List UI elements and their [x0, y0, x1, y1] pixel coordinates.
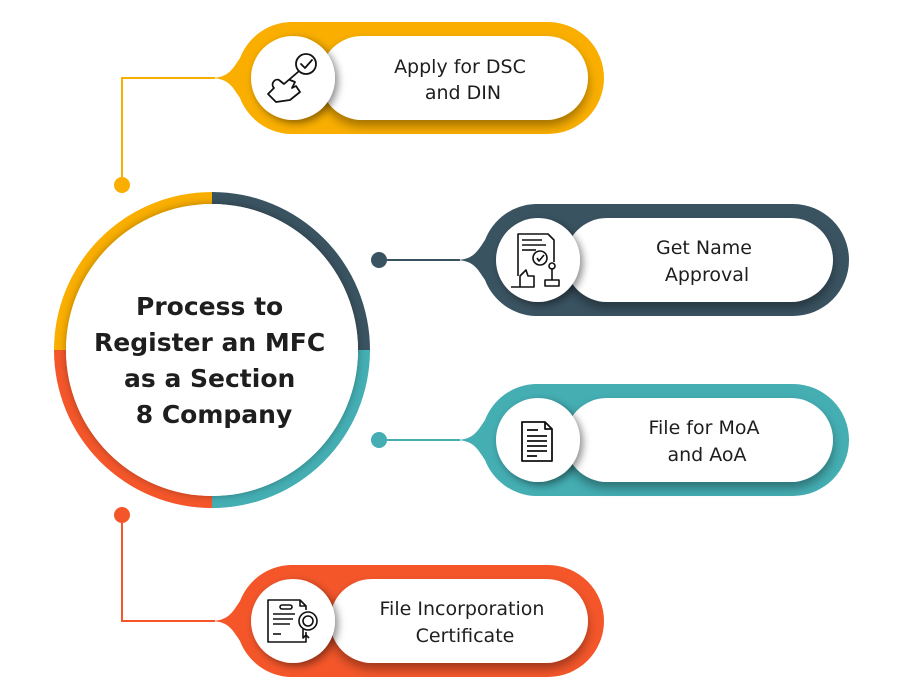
step-4-label: File Incorporation Certificate	[380, 598, 551, 647]
step-get-name-approval[interactable]: Get Name Approval	[455, 204, 849, 316]
connector-step-2	[371, 252, 460, 268]
step-apply-dsc-din[interactable]: Apply for DSC and DIN	[210, 22, 604, 134]
document-icon	[521, 421, 553, 462]
ring-segment-teal	[212, 350, 370, 508]
certificate-icon	[267, 599, 318, 643]
center-title: Process to Register an MFC as a Section …	[94, 292, 334, 429]
step-3-label: File for MoA and AoA	[648, 417, 765, 466]
connector-step-1	[114, 77, 215, 193]
step-file-moa-aoa[interactable]: File for MoA and AoA	[455, 384, 849, 496]
ring-segment-yellow	[54, 192, 212, 350]
center-title-line-3: as a Section	[124, 364, 295, 393]
step-2-label: Get Name Approval	[656, 237, 758, 286]
ring-segment-orange	[54, 350, 212, 508]
step-file-incorporation-certificate[interactable]: File Incorporation Certificate	[210, 565, 604, 677]
connector-step-3	[371, 432, 460, 448]
center-title-line-2: Register an MFC	[94, 328, 325, 357]
approval-stamp-icon	[511, 233, 560, 288]
center-title-line-1: Process to	[136, 292, 283, 321]
center-title-line-4: 8 Company	[136, 400, 293, 429]
ring-segment-slate	[212, 192, 370, 350]
center-disc	[66, 204, 358, 496]
step-1-label: Apply for DSC and DIN	[394, 56, 532, 104]
hand-click-check-icon	[267, 53, 317, 103]
center-ring: Process to Register an MFC as a Section …	[54, 192, 370, 508]
connector-step-4	[114, 507, 215, 622]
